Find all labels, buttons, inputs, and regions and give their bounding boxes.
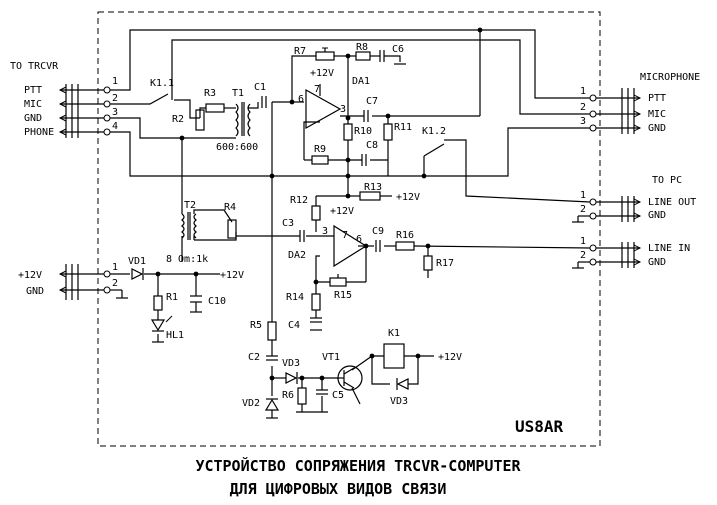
label-c10: C10 — [208, 296, 226, 307]
label-r1: R1 — [166, 292, 178, 303]
label-r10: R10 — [354, 126, 372, 137]
label-da1: DA1 — [352, 76, 370, 87]
label-t1-ratio: 600:600 — [216, 142, 258, 153]
pin-power-1: 1 — [112, 262, 118, 273]
label-k1-plus12v: +12V — [438, 352, 462, 363]
enclosure-boundary — [97, 11, 601, 447]
label-trcvr-mic: MIC — [24, 99, 42, 110]
label-r9: R9 — [314, 144, 326, 155]
pin-da2-3: 3 — [322, 226, 328, 237]
pin-mic-2: 2 — [580, 102, 586, 113]
label-vd2: VD2 — [242, 398, 260, 409]
label-k1: K1 — [388, 328, 400, 339]
label-microphone: MICROPHONE — [640, 72, 700, 83]
label-t1: T1 — [232, 88, 244, 99]
label-hl1: HL1 — [166, 330, 184, 341]
label-r8: R8 — [356, 42, 368, 53]
label-c8: C8 — [366, 140, 378, 151]
pin-lineout-1: 1 — [580, 190, 586, 201]
label-c4: C4 — [288, 320, 300, 331]
label-vd1-plus12v: +12V — [220, 270, 244, 281]
label-da2: DA2 — [288, 250, 306, 261]
label-mic-mic: MIC — [648, 109, 666, 120]
pin-da1-3: 3 — [340, 104, 346, 115]
label-r11: R11 — [394, 122, 412, 133]
pin-trcvr-1: 1 — [112, 76, 118, 87]
label-trcvr-phone: PHONE — [24, 127, 54, 138]
label-r12: R12 — [290, 195, 308, 206]
label-c9: C9 — [372, 226, 384, 237]
label-c3: C3 — [282, 218, 294, 229]
label-line-out-gnd: GND — [648, 210, 666, 221]
label-r15: R15 — [334, 290, 352, 301]
label-vd3-left: VD3 — [282, 358, 300, 369]
pin-da1-7: 7 — [314, 84, 320, 95]
label-c7: C7 — [366, 96, 378, 107]
label-mic-gnd: GND — [648, 123, 666, 134]
label-vd3-right: VD3 — [390, 396, 408, 407]
label-r14: R14 — [286, 292, 304, 303]
label-trcvr-ptt: PTT — [24, 85, 42, 96]
label-r2: R2 — [172, 114, 184, 125]
author-label: US8AR — [515, 417, 564, 436]
label-power-gnd: GND — [26, 286, 44, 297]
line-out-connector — [572, 196, 642, 223]
label-k1-1: K1.1 — [150, 78, 174, 89]
label-c6: C6 — [392, 44, 404, 55]
trcvr-connector — [58, 84, 111, 138]
label-vd1: VD1 — [128, 256, 146, 267]
pin-trcvr-2: 2 — [112, 93, 118, 104]
label-t2: T2 — [184, 200, 196, 211]
pin-linein-1: 1 — [580, 236, 586, 247]
junction-dots — [155, 27, 483, 381]
pin-mic-1: 1 — [580, 86, 586, 97]
wiring — [110, 29, 591, 419]
pin-da1-6: 6 — [298, 94, 304, 105]
pin-da2-7: 7 — [342, 230, 348, 241]
label-c2: C2 — [248, 352, 260, 363]
pin-power-2: 2 — [112, 278, 118, 289]
pin-da2-6: 6 — [356, 234, 362, 245]
microphone-connector — [589, 88, 642, 134]
label-da2-plus12v: +12V — [330, 206, 354, 217]
pin-trcvr-4: 4 — [112, 121, 118, 132]
label-r13: R13 — [364, 182, 382, 193]
label-r16: R16 — [396, 230, 414, 241]
label-da1-plus12v: +12V — [310, 68, 334, 79]
label-to-pc: TO PC — [652, 175, 682, 186]
pin-trcvr-3: 3 — [112, 107, 118, 118]
label-line-in: LINE IN — [648, 243, 690, 254]
label-line-in-gnd: GND — [648, 257, 666, 268]
label-t2-ratio: 8 Om:1k — [166, 254, 208, 265]
title-line-1: УСТРОЙСТВО СОПРЯЖЕНИЯ TRCVR-COMPUTER — [195, 456, 521, 475]
label-r7: R7 — [294, 46, 306, 57]
label-to-trcvr: TO TRCVR — [10, 61, 59, 72]
pin-lineout-2: 2 — [580, 204, 586, 215]
label-mic-ptt: PTT — [648, 93, 666, 104]
label-vt1: VT1 — [322, 352, 340, 363]
label-c1: C1 — [254, 82, 266, 93]
label-trcvr-gnd: GND — [24, 113, 42, 124]
label-r6: R6 — [282, 390, 294, 401]
label-r3: R3 — [204, 88, 216, 99]
label-k1-2: K1.2 — [422, 126, 446, 137]
label-r4: R4 — [224, 202, 236, 213]
label-r13-plus12v: +12V — [396, 192, 420, 203]
label-c5: C5 — [332, 390, 344, 401]
label-power-plus12v: +12V — [18, 270, 42, 281]
label-r17: R17 — [436, 258, 454, 269]
label-r5: R5 — [250, 320, 262, 331]
components — [131, 47, 433, 411]
pin-mic-3: 3 — [580, 116, 586, 127]
title-line-2: ДЛЯ ЦИФРОВЫХ ВИДОВ СВЯЗИ — [230, 480, 447, 498]
pin-linein-2: 2 — [580, 250, 586, 261]
label-line-out: LINE OUT — [648, 197, 696, 208]
line-in-connector — [572, 242, 642, 269]
power-connector — [58, 264, 128, 300]
